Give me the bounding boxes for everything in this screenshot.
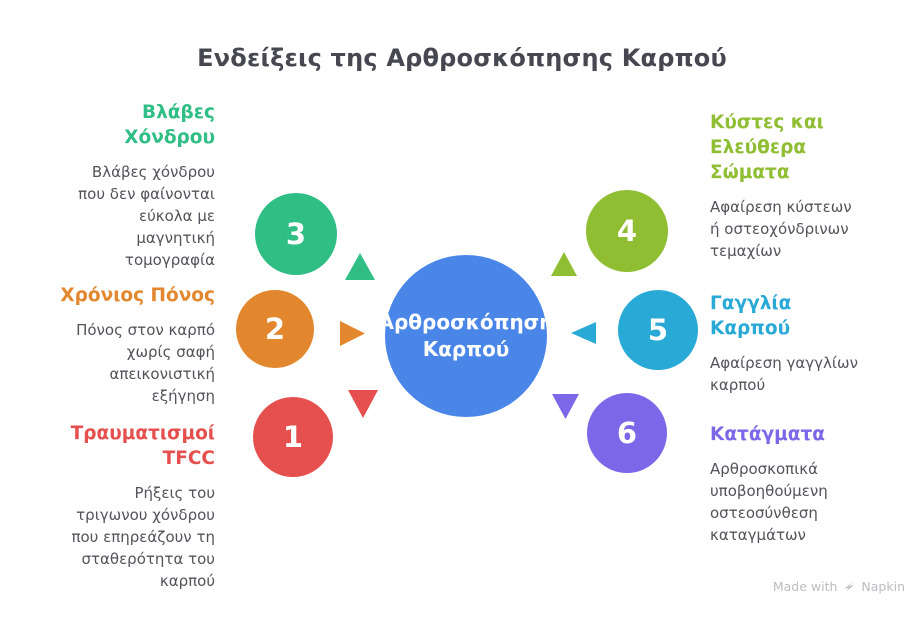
item-heading: Τραυματισμοί TFCC [70, 423, 215, 469]
item-description: Πόνος στον καρπό χωρίς σαφή απεικονιστικ… [76, 321, 215, 405]
arrow-down-icon [552, 394, 579, 419]
arrow-right-icon [340, 321, 365, 346]
item-heading: Γαγγλία Καρπού [710, 293, 792, 339]
made-with-napkin-badge: Made with Napkin [773, 579, 905, 594]
item-node-number: 5 [647, 313, 669, 347]
napkin-logo-icon [844, 581, 855, 592]
item-node-number: 1 [282, 420, 304, 454]
item-description: Αφαίρεση γαγγλίων καρπού [710, 354, 858, 394]
item-text-block-6: Κατάγματα Αρθροσκοπικά υποβοηθούμενη οστ… [710, 422, 828, 546]
item-node-5: 5 [618, 290, 698, 370]
arrow-up-icon [551, 252, 577, 276]
item-text-block-5: Γαγγλία Καρπού Αφαίρεση γαγγλίων καρπού [710, 291, 858, 396]
item-description: Αρθροσκοπικά υποβοηθούμενη οστεοσύνθεση … [710, 460, 828, 544]
center-node: Αρθροσκόπηση Καρπού [379, 255, 554, 417]
item-text-block-1: Τραυματισμοί TFCC Ρήξεις του τριγωνου χό… [71, 421, 215, 592]
badge-brand: Napkin [861, 579, 905, 594]
center-node-label: Αρθροσκόπηση Καρπού [378, 310, 554, 361]
item-text-block-2: Χρόνιος Πόνος Πόνος στον καρπό χωρίς σαφ… [60, 283, 215, 407]
item-description: Βλάβες χόνδρου που δεν φαίνονται εύκολα … [78, 163, 215, 269]
item-node-6: 6 [587, 393, 667, 473]
item-node-3: 3 [255, 193, 337, 275]
item-node-2: 2 [236, 290, 314, 368]
item-heading: Χρόνιος Πόνος [60, 285, 215, 306]
arrow-up-icon [345, 253, 375, 280]
item-description: Ρήξεις του τριγωνου χόνδρου που επηρεάζο… [71, 484, 215, 590]
item-node-4: 4 [586, 190, 668, 272]
item-node-number: 6 [616, 416, 638, 450]
item-node-number: 4 [616, 214, 638, 248]
diagram-title: Ενδείξεις της Αρθροσκόπησης Καρπού [197, 44, 727, 72]
arrow-left-icon [571, 322, 596, 344]
item-text-block-4: Κύστες και Ελεύθερα Σώματα Αφαίρεση κύστ… [710, 110, 852, 262]
item-heading: Κατάγματα [710, 424, 826, 445]
item-node-1: 1 [253, 397, 333, 477]
item-node-number: 2 [264, 312, 286, 346]
arrow-down-icon [348, 390, 378, 418]
item-heading: Κύστες και Ελεύθερα Σώματα [710, 112, 824, 183]
item-text-block-3: Βλάβες Χόνδρου Βλάβες χόνδρου που δεν φα… [78, 100, 215, 271]
item-heading: Βλάβες Χόνδρου [124, 102, 215, 148]
item-node-number: 3 [285, 217, 307, 251]
item-description: Αφαίρεση κύστεων ή οστεοχόνδρινων τεμαχί… [710, 198, 852, 260]
badge-prefix: Made with [772, 579, 838, 594]
